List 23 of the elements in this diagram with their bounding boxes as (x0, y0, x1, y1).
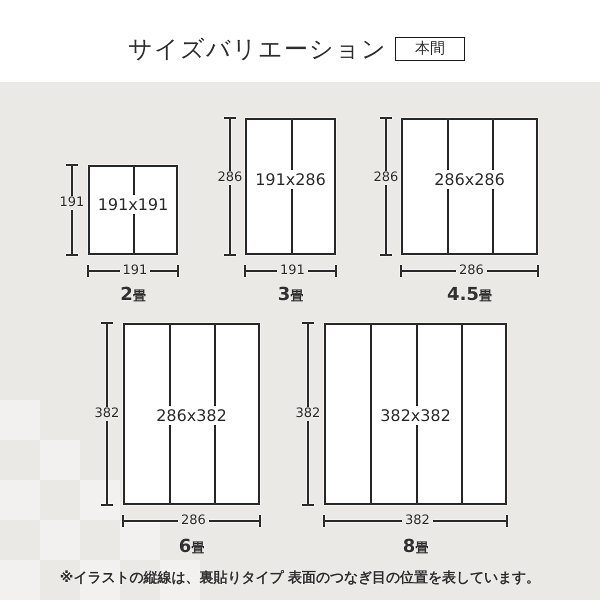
dimension-label: 286 (372, 171, 400, 185)
size-caption: 6畳 (178, 536, 204, 557)
size-label: 286x286 (433, 170, 506, 189)
size-caption: 8畳 (402, 536, 428, 557)
size-label: 382x382 (379, 406, 452, 425)
size-label: 191x286 (254, 170, 327, 189)
size-caption: 3畳 (278, 284, 304, 305)
size-label: 191x191 (96, 195, 170, 214)
mat-outline (245, 118, 336, 255)
mat-outline (401, 118, 538, 255)
dimension-label: 191 (58, 196, 86, 210)
size-caption: 2畳 (120, 284, 146, 305)
dimension-label: 286 (216, 171, 244, 185)
footnote: ※イラストの縦線は、裏貼りタイプ 表面のつなぎ目の位置を表しています。 (58, 569, 542, 588)
dimension-label: 382 (294, 407, 322, 421)
dimension-label: 382 (94, 407, 120, 421)
title: サイズバリエーション (127, 34, 388, 64)
mat-outline (324, 323, 507, 505)
mat-outline (123, 323, 260, 505)
size-label: 286x382 (155, 406, 228, 425)
size-caption: 4.5畳 (447, 284, 492, 305)
mat-outline (88, 165, 178, 255)
tag-box: 本間 (395, 37, 465, 61)
